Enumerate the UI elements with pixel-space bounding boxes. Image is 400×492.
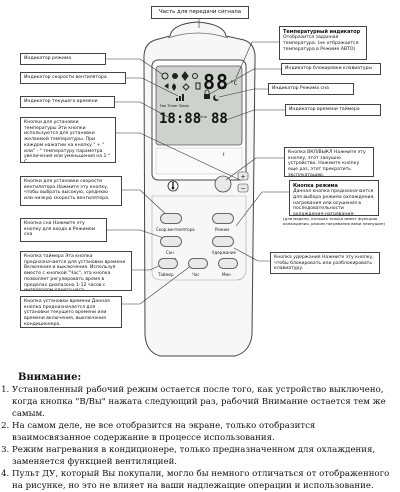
sleep-button[interactable] [160,236,182,247]
mode-button-text: Данная кнопка предназначается для выбора… [293,189,375,216]
notes-heading: Внимание: [18,372,82,383]
mode-button-note: (для модели, которая только имеет функци… [283,216,385,226]
mode-button-callout: Кнопка режима Данная кнопка предназначае… [289,180,379,216]
note-item: На самом деле, не все отобразится на экр… [12,420,396,444]
lcd-temp-value: 88 [203,70,230,94]
temp-buttons-callout: Кнопки для установки температуры Эти кно… [20,117,116,163]
remote-drawing: + − [106,19,289,357]
leader-lines [106,19,289,305]
timer-indicator-callout: Индикатор времени таймера [285,104,381,116]
remote-diagram: + − [20,6,385,357]
min-button-label: Мин [222,272,231,277]
hour-button[interactable] [188,258,208,269]
hour-button-label: Час [192,272,200,277]
current-time-indicator-callout: Индикатор текущего времени [20,96,115,108]
moon-icon [213,95,219,101]
onoff-button-shape [214,175,232,193]
mode-button-title: Кнопка режима [293,183,338,189]
lcd-lock-caption: ℓ [222,152,226,158]
onoff-button-callout: Кнопка ВКЛ/ВЫКЛ Нажмите эту кнопку, этот… [284,147,374,177]
fan-button-callout: Кнопки для установки скорости вентилятор… [20,176,122,206]
note-item: Пульт ДУ, который Вы покупали, могло бы … [12,468,396,492]
fan-speed-indicator-callout: Индикатор скорости вентилятора [20,72,126,84]
min-button[interactable] [218,258,238,269]
clock-button-callout: Кнопка установки времени Данная кнопка п… [20,296,122,328]
lcd-timer-value: 88 [211,111,228,127]
notes-list: Установленный рабочий режим остается пос… [4,384,396,492]
temp-indicator-callout: Температурный индикатор Отобразится зада… [279,26,367,60]
sleep-button-label: Сон [166,250,174,255]
lcd-timer-prefix: Time [198,115,207,119]
lock-button[interactable] [212,236,234,247]
lock-indicator-callout: Индикатор блокировки клавиатуры [281,63,381,75]
svg-text:−: − [240,186,245,193]
timer-button-callout: Кнопка таймера Эта кнопка предназначаетс… [20,251,132,291]
lcd-display [155,65,243,146]
mode-icons [161,71,201,91]
lcd-timer-caption: Fan Timer Sleep [160,104,189,108]
note-item: Режим нагревания в кондиционере, только … [12,444,396,468]
svg-text:+: + [240,174,245,181]
lock-icon [204,94,210,99]
mode-indicator-callout: Индикатор режима [20,53,106,65]
fan-speed-button[interactable] [160,213,182,224]
timer-button-label: Таймер [158,272,174,277]
notes-section: Внимание: Установленный рабочий режим ос… [4,372,396,491]
fan-speed-button-label: Скор.вентилятора [156,227,195,232]
lcd-clock-value: 18:88 [159,111,202,127]
lcd-temp-unit: °C [230,80,238,87]
note-item: Установленный рабочий режим остается пос… [12,384,396,420]
fan-speed-bars [176,94,184,101]
lock-button-callout: Кнопка удержания Нажмите эту кнопку, что… [270,252,380,274]
signal-part-label: Часть для передачи сигнала [151,6,249,19]
lock-button-label: Удержание [212,250,236,255]
temp-indicator-title: Температурный индикатор [283,29,361,35]
temp-indicator-text: Отобразится заданная температура. (не от… [283,35,359,52]
sleep-indicator-callout: Индикатор Режима сна [268,83,354,95]
timer-button[interactable] [158,258,178,269]
mode-button[interactable] [212,213,234,224]
sleep-button-callout: Кнопка сна Нажмите эту кнопку для входа … [20,218,107,242]
mode-button-label: Режим [215,227,230,232]
